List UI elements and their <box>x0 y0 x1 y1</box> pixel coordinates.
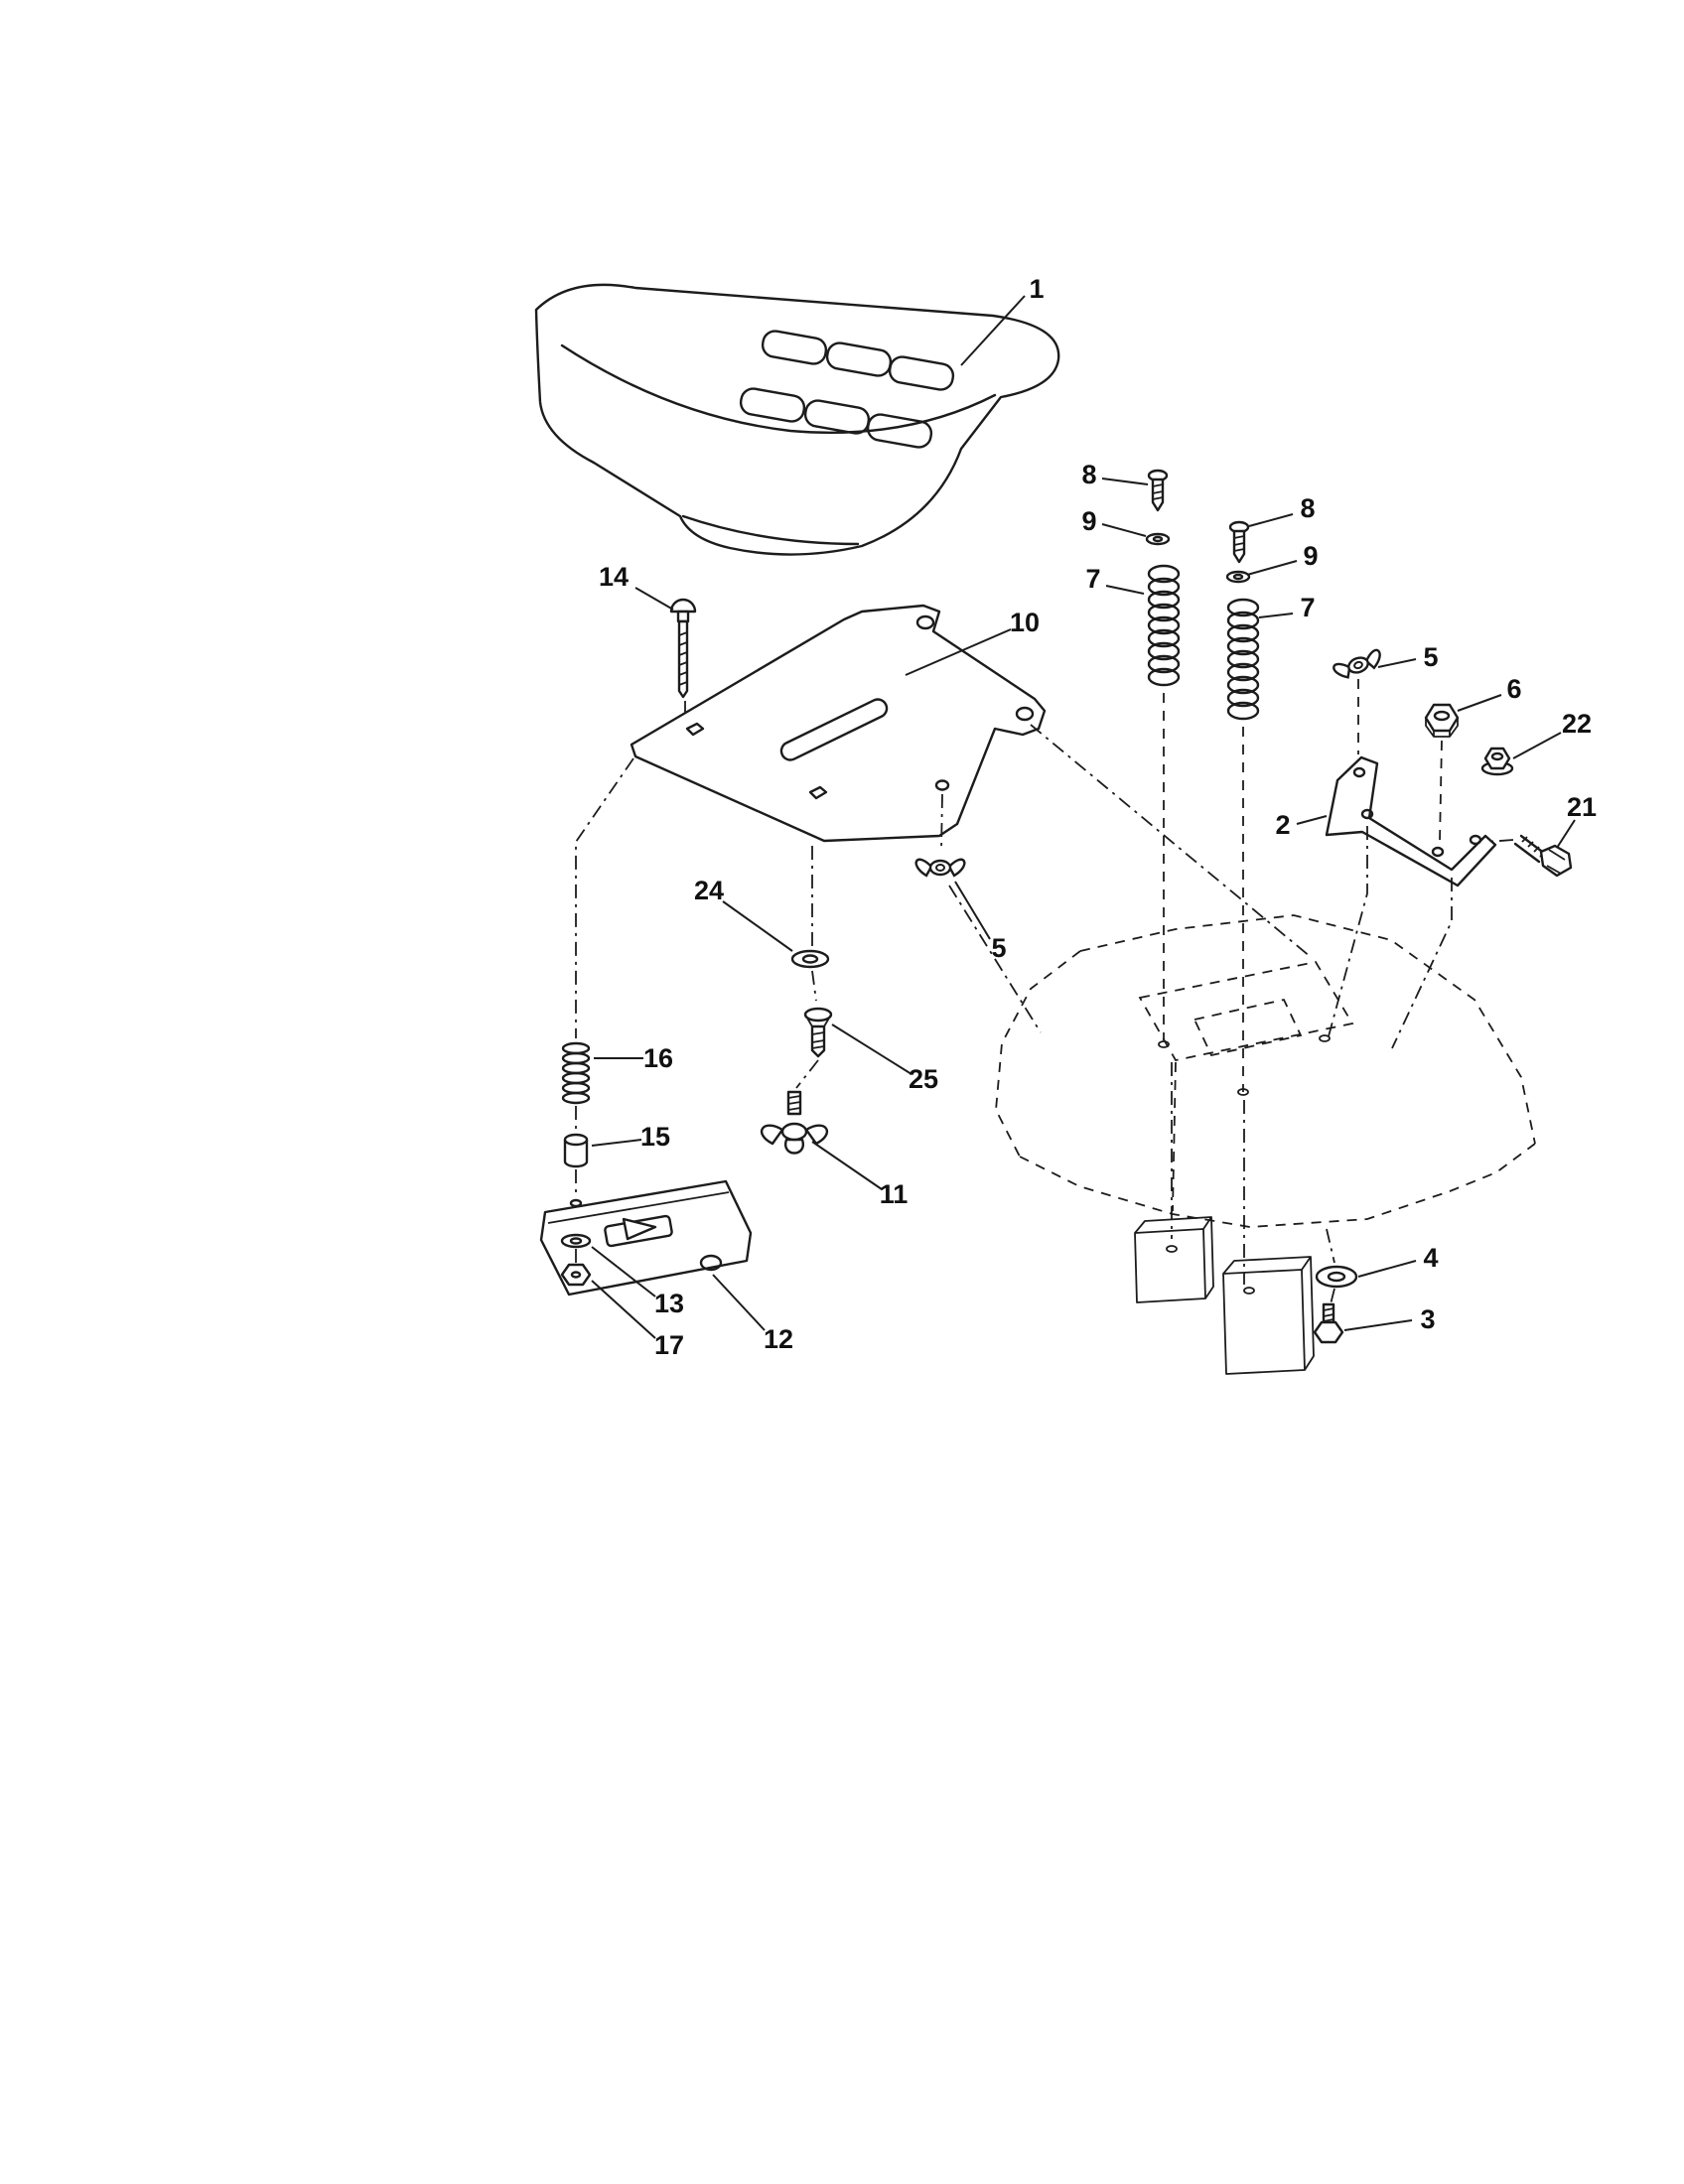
callout-label-14: 14 <box>599 562 629 592</box>
leader-line-11 <box>811 1141 883 1190</box>
callout-label-1: 1 <box>1029 274 1044 304</box>
leader-line-6 <box>1457 694 1502 712</box>
callout-label-15: 15 <box>640 1122 670 1152</box>
callout-label-7L: 7 <box>1085 564 1100 594</box>
plate-part-12: 12 <box>539 1179 793 1354</box>
carriage-bolt-part-14: 14 <box>599 562 697 723</box>
bushing-part-15: 15 <box>563 1122 670 1197</box>
spring-part-16: 16 <box>561 1041 673 1132</box>
leader-line-9R <box>1246 560 1298 576</box>
leader-line-7R <box>1258 613 1294 618</box>
leader-line-12 <box>712 1274 766 1331</box>
callout-label-10: 10 <box>1010 608 1040 637</box>
callout-label-5B: 5 <box>991 933 1006 963</box>
screw-part-8-right: 8 <box>1228 493 1316 564</box>
leader-line-1 <box>960 295 1026 366</box>
flange-nut-part-22: 22 <box>1480 709 1592 776</box>
callout-label-6: 6 <box>1506 674 1521 704</box>
nut-part-6: 6 <box>1424 674 1522 843</box>
leader-line-4 <box>1357 1260 1417 1278</box>
leader-line-2 <box>1296 815 1328 825</box>
wing-nut-part-5-bottom: 5 <box>914 793 1042 1033</box>
callout-label-21: 21 <box>1567 792 1597 822</box>
screw-part-8-left: 8 <box>1081 460 1169 512</box>
leader-line-5T <box>1377 658 1417 668</box>
callout-label-2: 2 <box>1275 810 1290 840</box>
callout-label-7R: 7 <box>1300 593 1315 622</box>
bolt-part-3: 3 <box>1313 1288 1436 1344</box>
bracket-part-2: 2 <box>1275 755 1497 1049</box>
wing-nut-part-5-top: 5 <box>1332 642 1439 754</box>
nut-part-17: 17 <box>560 1263 684 1360</box>
callout-label-25: 25 <box>909 1064 938 1094</box>
callout-label-8L: 8 <box>1081 460 1096 489</box>
washer-part-9-left: 9 <box>1081 506 1171 546</box>
callout-label-9L: 9 <box>1081 506 1096 536</box>
leader-line-8R <box>1248 513 1294 527</box>
spring-part-7-left: 7 <box>1085 564 1181 1040</box>
callout-label-11: 11 <box>880 1179 909 1209</box>
leader-line-15 <box>591 1139 642 1147</box>
callout-label-8R: 8 <box>1300 493 1315 523</box>
seat-pan-part-10: 10 <box>575 604 1312 1038</box>
bolt-part-21: 21 <box>1486 792 1597 878</box>
knob-part-11: 11 <box>761 1090 909 1209</box>
callout-label-17: 17 <box>654 1330 684 1360</box>
callout-label-5T: 5 <box>1423 642 1438 672</box>
callout-label-24: 24 <box>694 876 724 905</box>
spring-part-7-right: 7 <box>1226 593 1316 1092</box>
leader-line-8L <box>1101 478 1149 485</box>
leader-line-24 <box>722 900 793 952</box>
washer-part-13: 13 <box>560 1233 684 1318</box>
callout-label-4: 4 <box>1423 1243 1438 1273</box>
leader-line-14 <box>634 587 674 611</box>
washer-part-4: 4 <box>1315 1228 1439 1289</box>
callout-label-3: 3 <box>1420 1304 1435 1334</box>
seat-vent-slots <box>739 330 955 449</box>
fender-reference-outline <box>995 914 1536 1285</box>
leader-line-25 <box>831 1024 912 1075</box>
callout-label-22: 22 <box>1562 709 1592 739</box>
callout-label-9R: 9 <box>1303 541 1318 571</box>
leader-line-9L <box>1101 523 1147 537</box>
callout-label-13: 13 <box>654 1289 684 1318</box>
leader-line-17 <box>591 1280 656 1339</box>
washer-part-9-right: 9 <box>1225 541 1319 584</box>
seat-part: 1 <box>534 274 1060 556</box>
washer-part-24: 24 <box>694 876 830 969</box>
support-bracket-left <box>1134 1216 1214 1303</box>
leader-line-5B <box>954 881 991 940</box>
support-bracket-right <box>1222 1256 1315 1375</box>
leader-line-7L <box>1105 585 1145 595</box>
leader-line-21 <box>1556 819 1576 849</box>
callout-label-12: 12 <box>764 1324 793 1354</box>
leader-line-13 <box>591 1246 656 1297</box>
callout-label-16: 16 <box>643 1043 673 1073</box>
screw-part-25: 25 <box>795 970 938 1094</box>
leader-line-22 <box>1512 732 1562 759</box>
leader-line-10 <box>905 628 1012 676</box>
leader-line-3 <box>1343 1319 1413 1331</box>
